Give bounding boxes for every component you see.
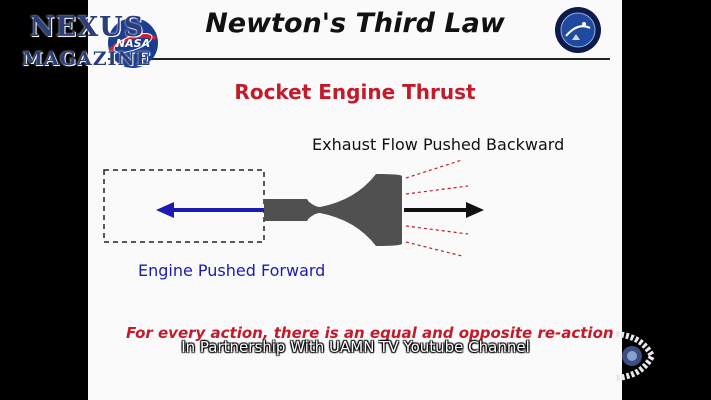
third-law-statement: For every action, there is an equal and … bbox=[126, 324, 614, 342]
slide-subtitle: Rocket Engine Thrust bbox=[234, 80, 476, 104]
exploration-emblem-icon bbox=[555, 7, 601, 53]
video-caption: In Partnership With UAMN TV Youtube Chan… bbox=[181, 338, 530, 356]
title-divider bbox=[108, 58, 610, 60]
rocket-engine bbox=[264, 174, 402, 246]
engine-outline-box bbox=[103, 169, 265, 243]
engine-forward-label: Engine Pushed Forward bbox=[138, 261, 326, 280]
nasa-meatball-icon: NASA bbox=[108, 18, 158, 68]
exhaust-flow-label: Exhaust Flow Pushed Backward bbox=[312, 135, 565, 154]
nasa-badge-text: NASA bbox=[116, 37, 150, 50]
watermark-nexus: NEXUS bbox=[30, 12, 145, 43]
channel-logo-icon bbox=[615, 331, 656, 381]
rocket-diagram bbox=[103, 159, 484, 257]
forward-arrow bbox=[156, 202, 268, 218]
slide: Newton's Third Law Rocket Engine Thrust … bbox=[88, 0, 622, 400]
nexus-magazine-watermark: NASA NEXUS MAGAZINE bbox=[14, 12, 164, 74]
backward-arrow bbox=[404, 202, 484, 218]
exhaust-lines bbox=[405, 159, 469, 257]
slide-title: Newton's Third Law bbox=[205, 8, 505, 39]
watermark-magazine: MAGAZINE bbox=[22, 48, 152, 70]
